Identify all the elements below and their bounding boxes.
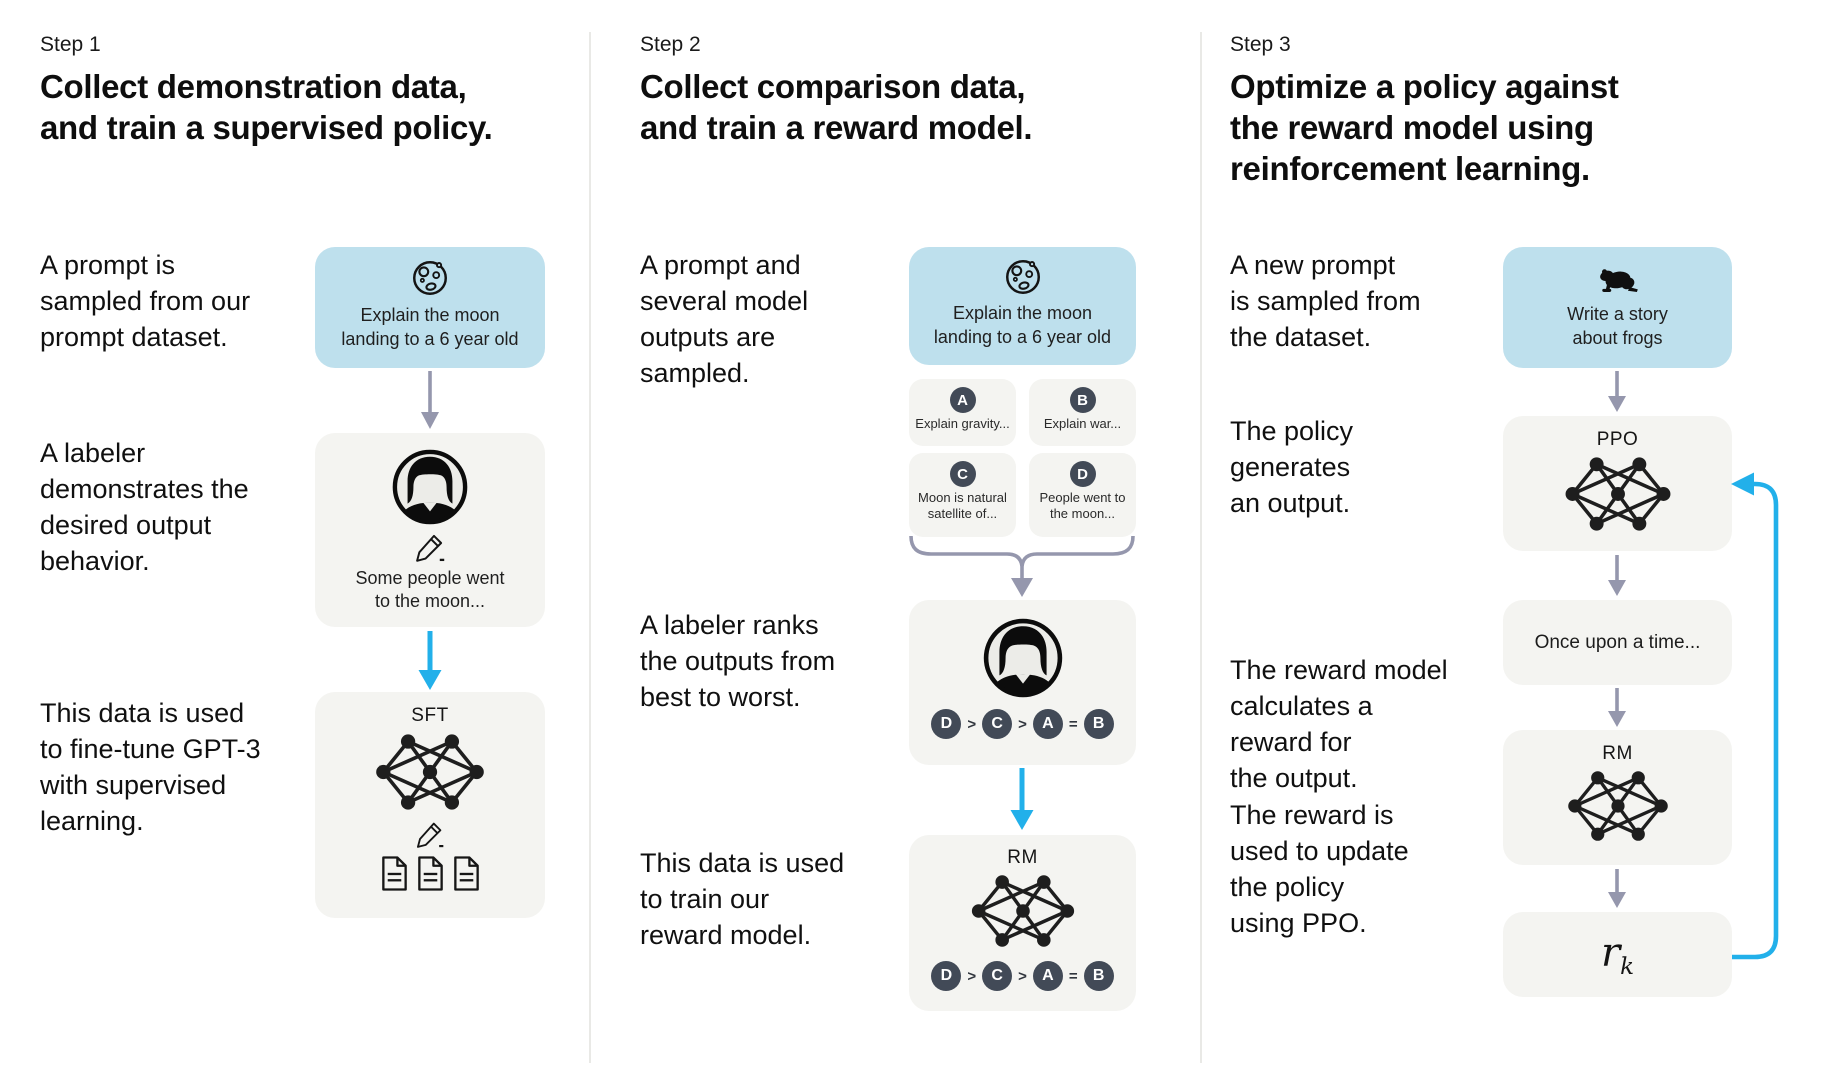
rank-badge: B bbox=[1083, 709, 1114, 739]
document-icon bbox=[379, 855, 410, 892]
rank-badge: C bbox=[982, 709, 1013, 739]
step3-label: Step 3 bbox=[1230, 33, 1291, 56]
rank-separator: > bbox=[967, 967, 977, 985]
step1-prompt-text: Explain the moon landing to a 6 year old bbox=[341, 305, 519, 349]
rank-separator: = bbox=[1068, 967, 1078, 985]
reward-symbol: rk bbox=[1600, 929, 1635, 980]
output-badge-d: D bbox=[1069, 461, 1096, 487]
moon-icon bbox=[409, 257, 451, 299]
rank-badge: C bbox=[982, 961, 1013, 991]
step3-heading: Optimize a policy against the reward mod… bbox=[1230, 68, 1619, 187]
rank-badge: A bbox=[1032, 961, 1063, 991]
arrow-down-icon bbox=[1608, 869, 1626, 908]
rank-badge: D bbox=[931, 709, 962, 739]
step3-output-text: Once upon a time... bbox=[1534, 631, 1701, 653]
output-badge-a: A bbox=[949, 387, 976, 413]
documents-row bbox=[379, 855, 482, 892]
rank-separator: > bbox=[1018, 967, 1027, 985]
step2-prompt-box: Explain the moon landing to a 6 year old bbox=[909, 247, 1136, 365]
step3-caption-prompt: A new prompt is sampled from the dataset… bbox=[1230, 250, 1421, 352]
neural-network-icon bbox=[371, 732, 489, 812]
ppo-label: PPO bbox=[1596, 429, 1639, 450]
merge-brace-icon bbox=[909, 535, 1135, 597]
step2-rm-model-box: RM D > C > A = B bbox=[909, 835, 1136, 1011]
output-badge-c: C bbox=[949, 461, 976, 487]
step3-rm-model-box: RM bbox=[1503, 730, 1732, 865]
rm-label: RM bbox=[1602, 743, 1633, 764]
arrow-down-icon bbox=[421, 371, 439, 429]
rank-badge: B bbox=[1083, 961, 1114, 991]
document-icon bbox=[451, 855, 482, 892]
column-divider-2 bbox=[1200, 32, 1202, 1063]
pencil-icon bbox=[414, 531, 446, 563]
pencil-icon bbox=[415, 819, 445, 849]
ranking-row: D > C > A = B bbox=[931, 961, 1114, 991]
step3-prompt-text: Write a story about frogs bbox=[1567, 304, 1668, 348]
step3-ppo-policy-box: PPO bbox=[1503, 416, 1732, 551]
step2-label: Step 2 bbox=[640, 33, 701, 56]
neural-network-icon bbox=[968, 873, 1078, 949]
rank-badge: A bbox=[1032, 709, 1063, 739]
step2-caption-ranking: A labeler ranks the outputs from best to… bbox=[640, 610, 836, 712]
rank-separator: > bbox=[967, 715, 977, 733]
step2-heading: Collect comparison data, and train a rew… bbox=[640, 68, 1033, 146]
feedback-loop-arrow-icon bbox=[1731, 472, 1779, 960]
rank-separator: = bbox=[1068, 715, 1078, 733]
frog-icon bbox=[1596, 261, 1640, 297]
sft-label: SFT bbox=[411, 705, 449, 726]
output-text-a: Explain gravity... bbox=[915, 416, 1010, 431]
column-divider-1 bbox=[589, 32, 591, 1063]
step1-prompt-box: Explain the moon landing to a 6 year old bbox=[315, 247, 545, 368]
neural-network-icon bbox=[1563, 769, 1673, 843]
arrow-down-blue-icon bbox=[418, 631, 442, 690]
step2-caption-prompt: A prompt and several model outputs are s… bbox=[640, 250, 809, 388]
document-icon bbox=[415, 855, 446, 892]
output-box-a: A Explain gravity... bbox=[909, 379, 1016, 446]
ranking-row: D > C > A = B bbox=[931, 709, 1114, 739]
arrow-down-icon bbox=[1608, 688, 1626, 727]
step1-heading: Collect demonstration data, and train a … bbox=[40, 68, 493, 146]
step1-caption-labeler: A labeler demonstrates the desired outpu… bbox=[40, 438, 249, 576]
output-text-d: People went to the moon... bbox=[1039, 490, 1126, 521]
output-badge-b: B bbox=[1069, 387, 1096, 413]
output-text-b: Explain war... bbox=[1043, 416, 1122, 431]
step1-demonstration-text: Some people went to the moon... bbox=[355, 568, 505, 611]
rm-label: RM bbox=[1007, 847, 1038, 868]
step1-caption-finetune: This data is used to fine-tune GPT-3 wit… bbox=[40, 698, 261, 836]
step1-caption-prompt: A prompt is sampled from our prompt data… bbox=[40, 250, 251, 352]
step3-output-box: Once upon a time... bbox=[1503, 600, 1732, 685]
output-box-c: C Moon is natural satellite of... bbox=[909, 453, 1016, 537]
output-box-d: D People went to the moon... bbox=[1029, 453, 1136, 537]
step3-caption-policy: The policy generates an output. bbox=[1230, 416, 1354, 518]
person-avatar-icon bbox=[982, 617, 1064, 699]
arrow-down-blue-icon bbox=[1010, 768, 1034, 830]
rank-badge: D bbox=[931, 961, 962, 991]
step2-caption-training: This data is used to train our reward mo… bbox=[640, 848, 845, 950]
step1-label: Step 1 bbox=[40, 33, 101, 56]
rank-separator: > bbox=[1018, 715, 1027, 733]
step3-reward-value-box: rk bbox=[1503, 912, 1732, 997]
output-text-c: Moon is natural satellite of... bbox=[918, 490, 1007, 521]
step3-caption-update: The reward is used to update the policy … bbox=[1230, 800, 1409, 938]
person-avatar-icon bbox=[391, 448, 469, 526]
step2-prompt-text: Explain the moon landing to a 6 year old bbox=[933, 303, 1112, 347]
step3-prompt-box: Write a story about frogs bbox=[1503, 247, 1732, 368]
step2-labeler-box: D > C > A = B bbox=[909, 600, 1136, 765]
moon-icon bbox=[1002, 256, 1044, 298]
neural-network-icon bbox=[1560, 455, 1676, 533]
step3-caption-reward: The reward model calculates a reward for… bbox=[1230, 655, 1448, 793]
step1-labeler-box: Some people went to the moon... bbox=[315, 433, 545, 627]
step1-sft-model-box: SFT bbox=[315, 692, 545, 918]
arrow-down-icon bbox=[1608, 555, 1626, 596]
arrow-down-icon bbox=[1608, 371, 1626, 412]
output-box-b: B Explain war... bbox=[1029, 379, 1136, 446]
